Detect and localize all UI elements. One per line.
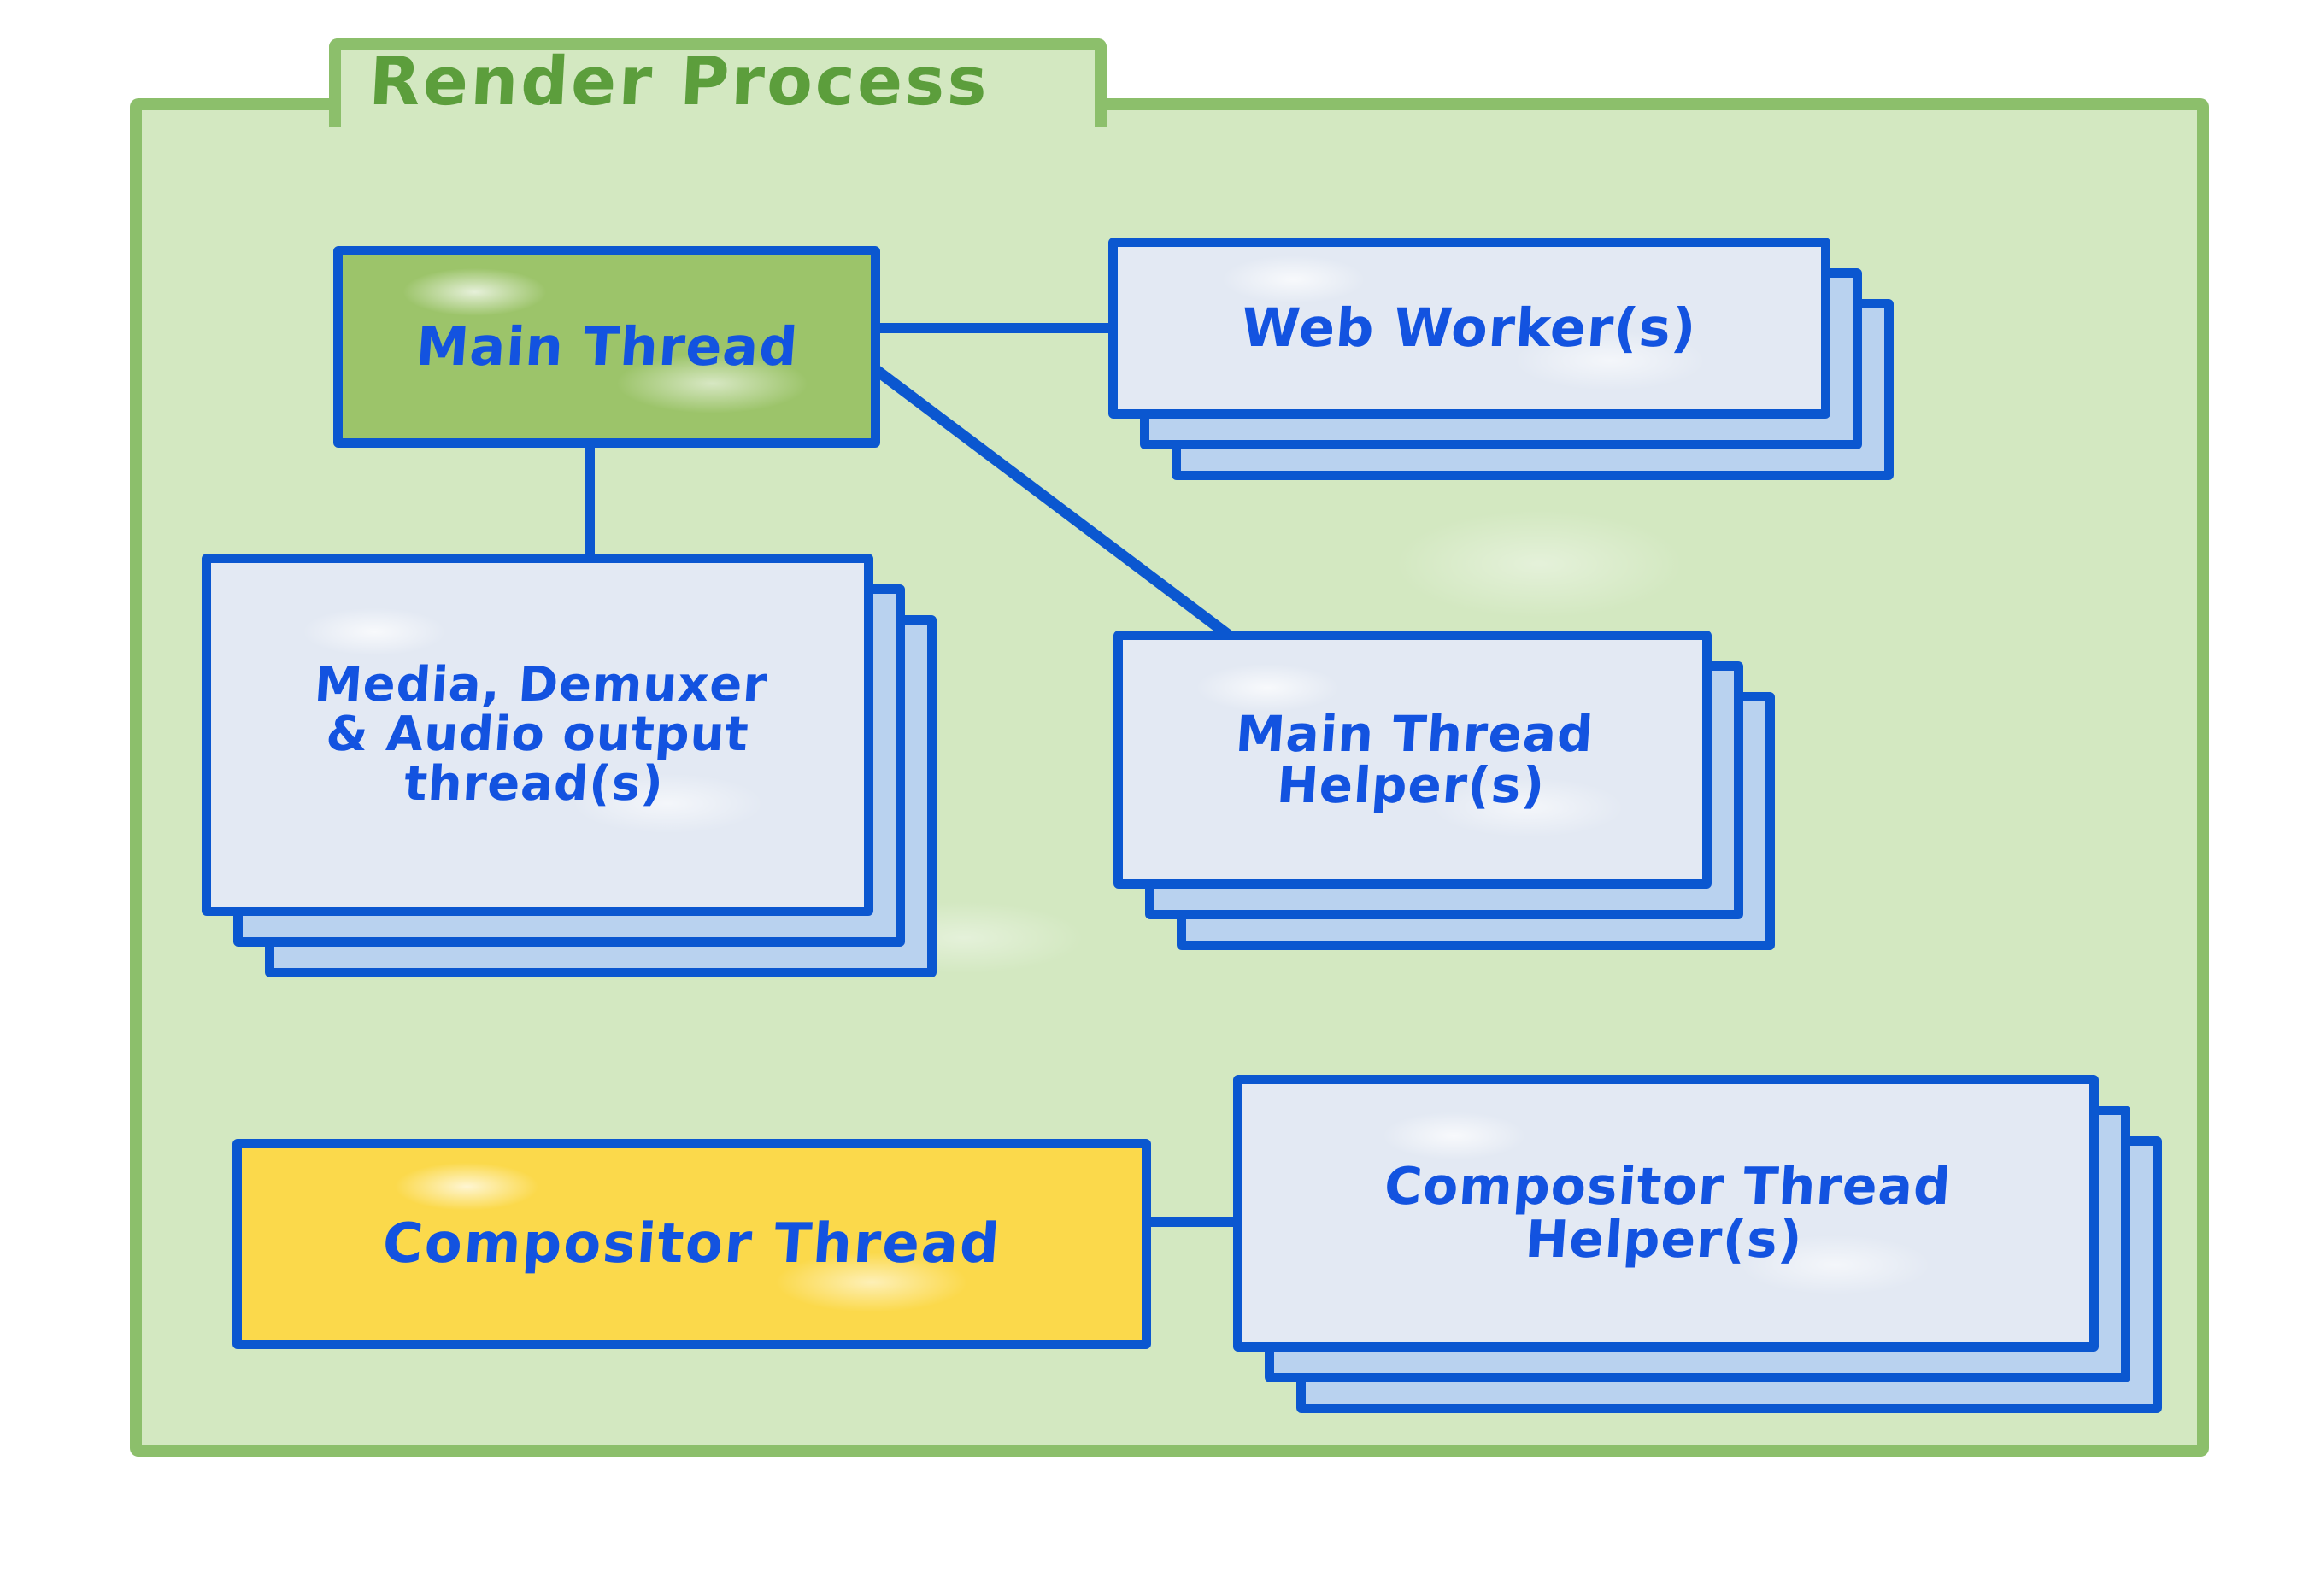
node-main-thread[interactable]: Main Thread xyxy=(333,246,880,448)
node-compositor-thread-helper-label: Compositor Thread Helper(s) xyxy=(1382,1156,1953,1270)
page-title: Render Process xyxy=(367,44,992,120)
node-media-demuxer-audio[interactable]: Media, Demuxer & Audio output thread(s) xyxy=(202,554,873,916)
node-main-thread-helper-label: Main Thread Helper(s) xyxy=(1233,704,1595,814)
node-web-worker-label: Web Worker(s) xyxy=(1239,296,1700,359)
node-main-thread-label: Main Thread xyxy=(414,314,800,378)
connector-compositor-to-compositor-helper xyxy=(1144,1217,1240,1227)
node-media-demuxer-audio-label: Media, Demuxer & Audio output thread(s) xyxy=(312,656,770,813)
connector-main-thread-to-media xyxy=(585,441,595,560)
render-process-tab xyxy=(329,38,1107,127)
node-compositor-thread[interactable]: Compositor Thread xyxy=(232,1139,1151,1349)
node-compositor-thread-label: Compositor Thread xyxy=(380,1212,1003,1276)
node-main-thread-helper[interactable]: Main Thread Helper(s) xyxy=(1113,631,1712,889)
node-web-worker[interactable]: Web Worker(s) xyxy=(1108,238,1830,419)
connector-main-thread-to-web-worker xyxy=(872,323,1115,333)
node-compositor-thread-helper[interactable]: Compositor Thread Helper(s) xyxy=(1233,1075,2099,1352)
